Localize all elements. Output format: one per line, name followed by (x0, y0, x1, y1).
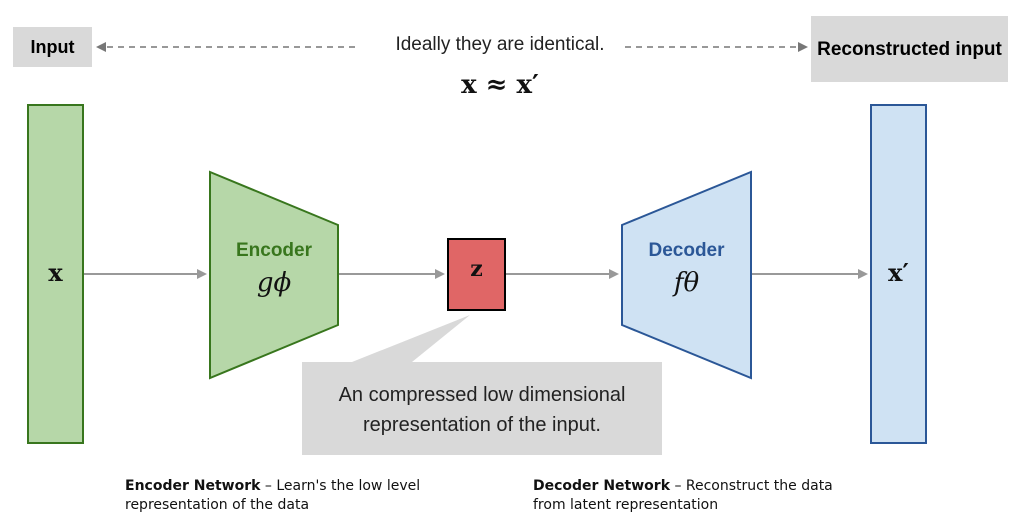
output-vector-label: x′ (888, 258, 909, 287)
callout-text: An compressed low dimensional representa… (338, 384, 626, 436)
decoder-caption-text: – Reconstruct the data from latent repre… (533, 478, 833, 513)
reconstructed-input-label: Reconstructed input (811, 16, 1008, 82)
decoder-title: Decoder (648, 240, 725, 261)
approx-equation: x ≈ x′ (461, 70, 539, 100)
callout-bubble (302, 315, 662, 455)
encoder-caption: Encoder Network – Learn's the low level … (125, 477, 455, 515)
ideal-caption: Ideally they are identical. (395, 34, 605, 55)
output-vector-bar (870, 104, 927, 444)
encoder-title: Encoder (235, 240, 313, 261)
input-vector-label: x (48, 258, 63, 287)
decoder-block (621, 170, 752, 380)
decoder-caption-title: Decoder Network (533, 478, 670, 494)
encoder-caption-title: Encoder Network (125, 478, 261, 494)
encoder-function: gϕ (256, 268, 292, 298)
latent-box (447, 238, 506, 311)
decoder-caption: Decoder Network – Reconstruct the data f… (533, 477, 833, 515)
input-vector-bar (27, 104, 84, 444)
decoder-function: fθ (673, 268, 700, 298)
encoder-caption-text: – Learn's the low level representation o… (125, 478, 421, 513)
input-label: Input (13, 27, 92, 67)
encoder-block (209, 170, 339, 380)
latent-label: z (470, 256, 483, 282)
